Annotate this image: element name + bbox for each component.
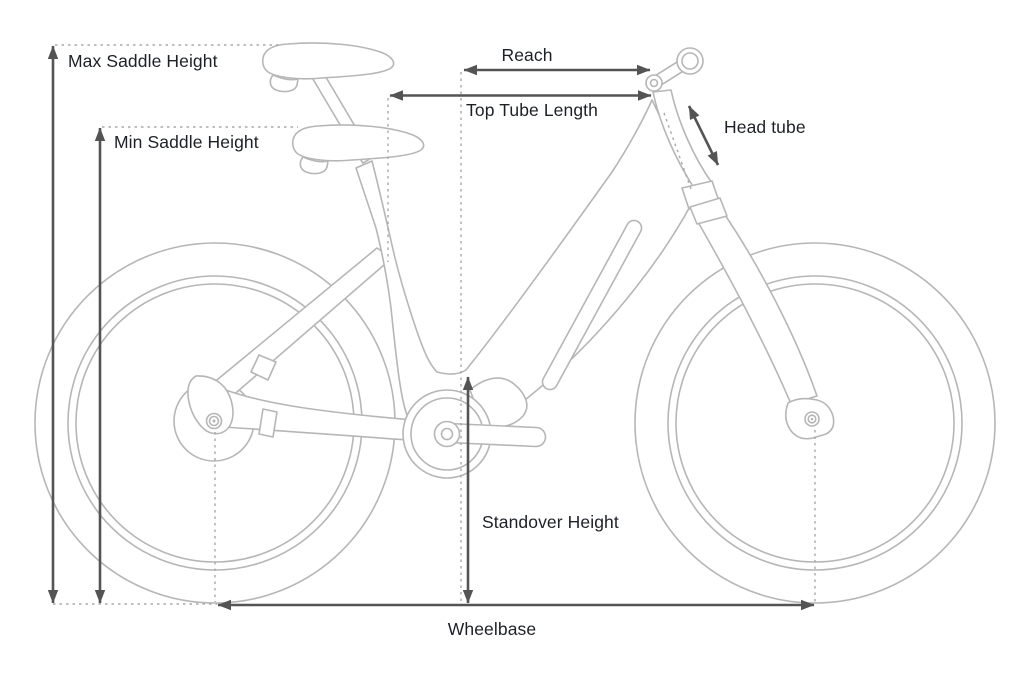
head-tube-label: Head tube xyxy=(724,117,806,137)
steerer-guide xyxy=(663,112,692,190)
rear-triangle xyxy=(187,247,450,444)
battery xyxy=(541,219,643,391)
dimension-arrows xyxy=(47,45,815,611)
dotted-guides xyxy=(53,44,816,605)
head-tube-arrow xyxy=(687,105,720,166)
seat-stay-clamp xyxy=(250,354,277,381)
crown-lower xyxy=(689,197,728,225)
handlebar-grip xyxy=(676,47,704,75)
top-tube-length-label: Top Tube Length xyxy=(466,100,598,120)
reach-label: Reach xyxy=(501,45,553,65)
wheelbase-label: Wheelbase xyxy=(447,619,537,639)
chain-stay-clamp xyxy=(258,408,278,438)
max-saddle-height-label: Max Saddle Height xyxy=(68,51,218,71)
saddle-max xyxy=(261,42,395,93)
headset xyxy=(645,74,663,92)
standover-height-label: Standover Height xyxy=(482,512,619,532)
saddle-min xyxy=(291,124,425,175)
saddle-assembly xyxy=(261,42,425,175)
min-saddle-height-label: Min Saddle Height xyxy=(114,132,259,152)
front-fork xyxy=(697,211,835,440)
